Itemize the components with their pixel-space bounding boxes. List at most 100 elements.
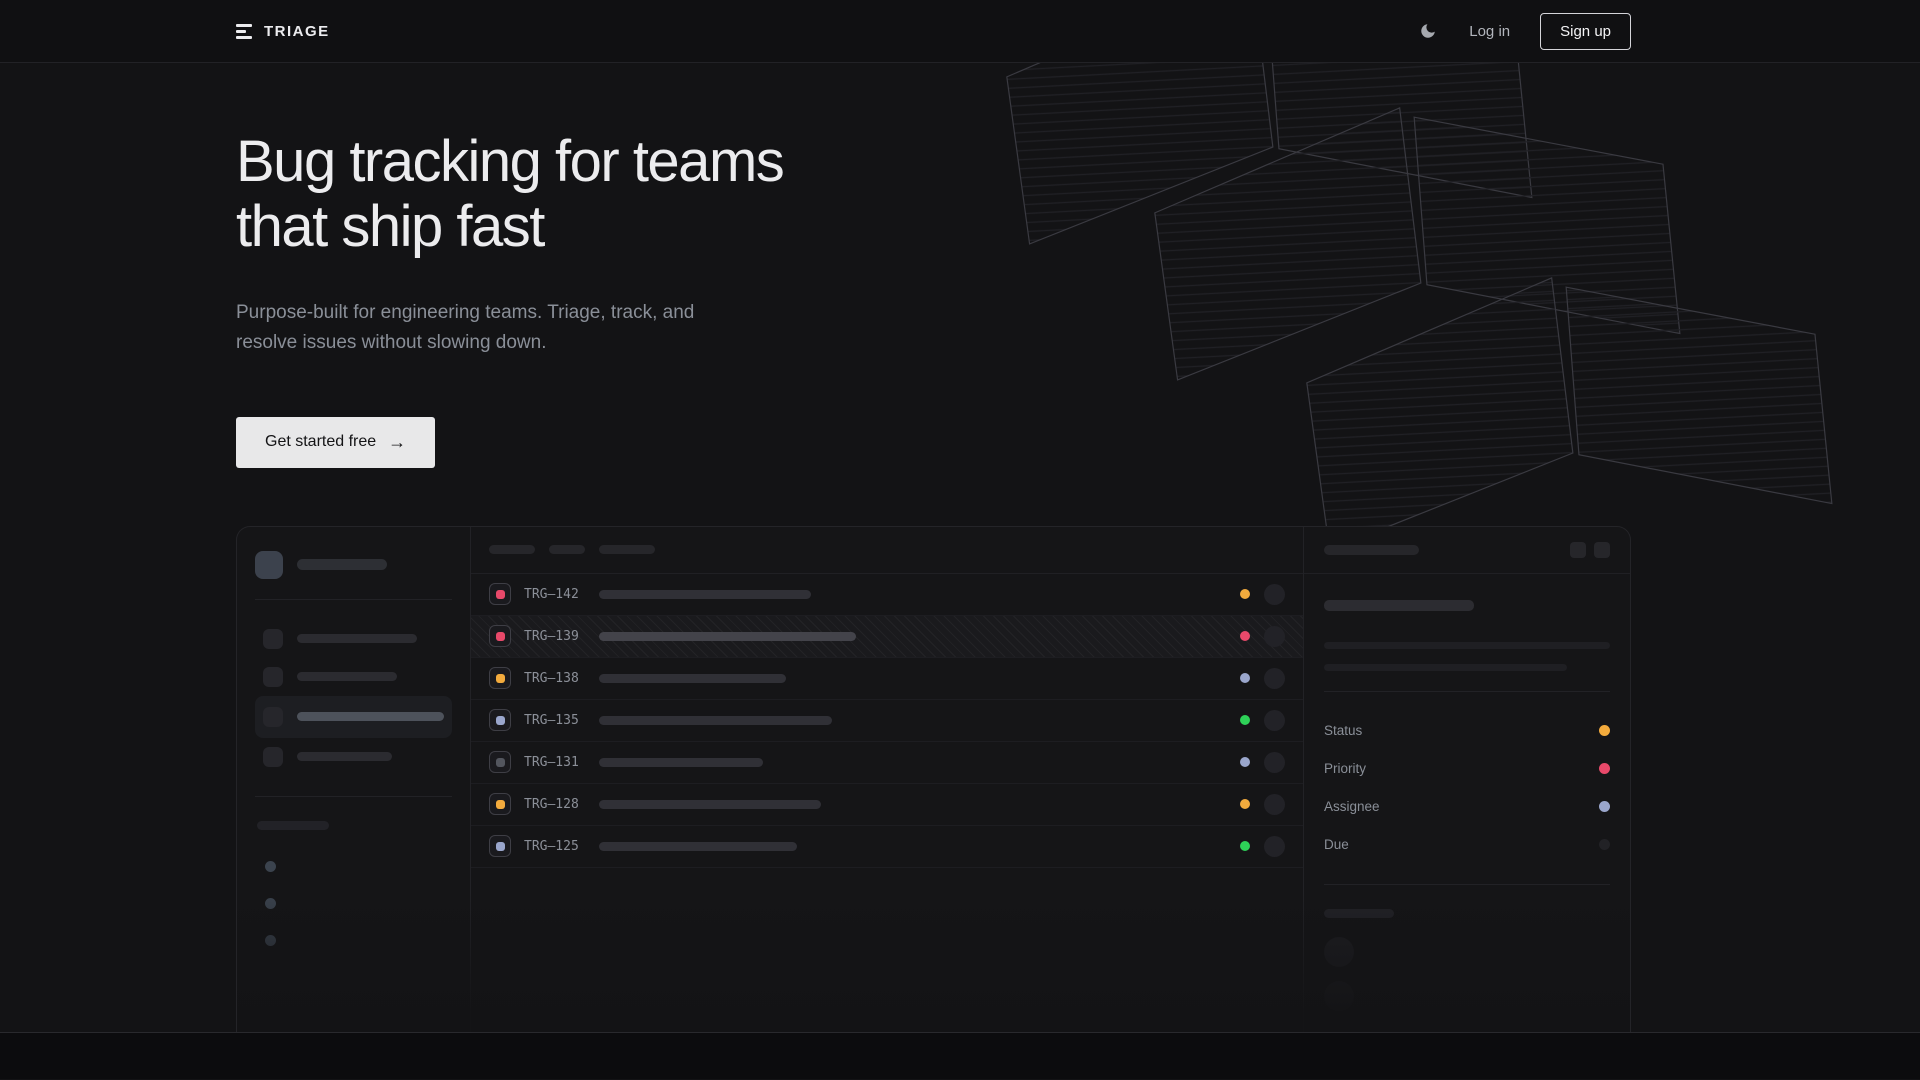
status-dot — [1240, 841, 1250, 852]
workspace-name-skeleton — [297, 559, 387, 571]
description-line-skeleton — [1324, 663, 1568, 671]
issue-row[interactable]: TRG–128 — [471, 784, 1303, 826]
nav-item-skeleton — [297, 672, 397, 682]
status-dot — [1240, 757, 1250, 768]
get-started-button[interactable]: Get started free → — [236, 416, 436, 468]
issue-type-icon — [489, 709, 511, 732]
hero-subtitle: Purpose-built for engineering teams. Tri… — [236, 301, 695, 354]
comment-avatar-skeleton — [1324, 980, 1354, 1011]
description-line-skeleton — [1324, 641, 1610, 649]
assignee-avatar — [1264, 835, 1285, 857]
comment-avatar-skeleton — [1324, 936, 1354, 967]
divider — [1324, 690, 1610, 692]
sidebar-nav-item[interactable] — [255, 658, 452, 696]
property-label: Due — [1324, 837, 1349, 853]
issue-list-header — [471, 527, 1303, 574]
property-row-due[interactable]: Due — [1324, 826, 1610, 864]
brand-logo[interactable]: TRIAGE — [236, 23, 330, 40]
panel-title-skeleton — [1324, 544, 1419, 555]
assignee-avatar — [1264, 625, 1285, 647]
issue-title-skeleton — [599, 841, 797, 851]
nav-item-icon — [263, 706, 283, 727]
issue-row-selected[interactable]: TRG–139 — [471, 615, 1303, 658]
divider — [255, 598, 452, 600]
next-section-band — [0, 1032, 1920, 1079]
nav-item-skeleton — [297, 634, 417, 644]
issue-type-icon — [489, 793, 511, 816]
issue-id: TRG–125 — [524, 838, 579, 854]
assignee-value-dot — [1599, 801, 1610, 813]
panel-action-icon[interactable] — [1570, 541, 1586, 558]
property-label: Assignee — [1324, 799, 1380, 815]
status-value-dot — [1599, 725, 1610, 737]
status-dot — [1240, 673, 1250, 684]
top-nav: TRIAGE Log in Sign up — [0, 0, 1920, 63]
sidebar-list-dot — [265, 860, 276, 872]
due-value-dot — [1599, 839, 1610, 851]
assignee-avatar — [1264, 583, 1285, 605]
issue-id: TRG–139 — [524, 628, 579, 644]
issue-type-icon — [489, 835, 511, 858]
issue-id: TRG–135 — [524, 712, 579, 728]
hero-title-line1: Bug tracking for teams — [236, 129, 785, 194]
login-link[interactable]: Log in — [1469, 22, 1511, 40]
status-dot — [1240, 799, 1250, 810]
status-dot — [1240, 715, 1250, 726]
issue-row[interactable]: TRG–138 — [471, 658, 1303, 700]
workspace-switcher[interactable] — [255, 550, 452, 579]
sidebar-list-dot — [265, 934, 276, 946]
brand-name: TRIAGE — [264, 22, 330, 40]
issue-row[interactable]: TRG–142 — [471, 574, 1303, 616]
activity-label-skeleton — [1324, 908, 1394, 918]
triage-logo-icon — [236, 23, 252, 39]
signup-button[interactable]: Sign up — [1540, 12, 1631, 50]
assignee-avatar — [1264, 751, 1285, 773]
mockup-sidebar — [237, 526, 471, 1032]
sidebar-list-dot — [265, 897, 276, 909]
workspace-icon — [255, 550, 283, 579]
property-row-status[interactable]: Status — [1324, 712, 1610, 750]
property-row-assignee[interactable]: Assignee — [1324, 788, 1610, 826]
property-label: Status — [1324, 723, 1363, 739]
issue-id: TRG–142 — [524, 586, 579, 602]
sidebar-nav-item[interactable] — [255, 738, 452, 776]
sidebar-nav-item[interactable] — [255, 620, 452, 658]
hero-section: Bug tracking for teams that ship fast Pu… — [0, 63, 1920, 1032]
issue-list: TRG–142 TRG–139 TRG–138 — [471, 526, 1304, 1032]
issue-title-skeleton — [599, 715, 832, 725]
issue-row[interactable]: TRG–131 — [471, 742, 1303, 784]
filter-pill-skeleton[interactable] — [549, 545, 585, 555]
panel-header — [1304, 527, 1630, 574]
issue-title-skeleton — [1324, 599, 1474, 611]
status-dot — [1240, 589, 1250, 600]
issue-type-icon — [489, 667, 511, 690]
issue-title-skeleton — [599, 589, 811, 599]
nav-item-icon — [263, 746, 283, 767]
property-row-priority[interactable]: Priority — [1324, 750, 1610, 788]
issue-id: TRG–128 — [524, 796, 579, 812]
nav-item-skeleton — [297, 752, 392, 762]
nav-item-skeleton — [297, 712, 444, 722]
filter-pill-skeleton[interactable] — [489, 545, 535, 555]
divider — [255, 795, 452, 797]
property-label: Priority — [1324, 761, 1367, 777]
issue-row[interactable]: TRG–135 — [471, 700, 1303, 742]
sidebar-nav-item-active[interactable] — [255, 695, 452, 738]
issue-type-icon — [489, 625, 511, 648]
filter-pill-skeleton[interactable] — [599, 545, 655, 555]
nav-item-icon — [263, 666, 283, 687]
nav-item-icon — [263, 628, 283, 649]
issue-title-skeleton — [599, 673, 786, 683]
issue-row[interactable]: TRG–125 — [471, 826, 1303, 868]
cta-label: Get started free — [265, 433, 377, 451]
arrow-right-icon: → — [388, 432, 407, 453]
issue-id: TRG–138 — [524, 670, 579, 686]
priority-value-dot — [1599, 763, 1610, 775]
status-dot — [1240, 631, 1250, 642]
issue-detail-panel: Status Priority Assignee Due — [1304, 527, 1630, 1032]
issue-title-skeleton — [599, 799, 821, 809]
assignee-avatar — [1264, 709, 1285, 731]
theme-toggle-moon-icon[interactable] — [1417, 20, 1439, 42]
hero-title-line2: that ship fast — [236, 193, 545, 259]
panel-action-icon[interactable] — [1594, 541, 1610, 558]
